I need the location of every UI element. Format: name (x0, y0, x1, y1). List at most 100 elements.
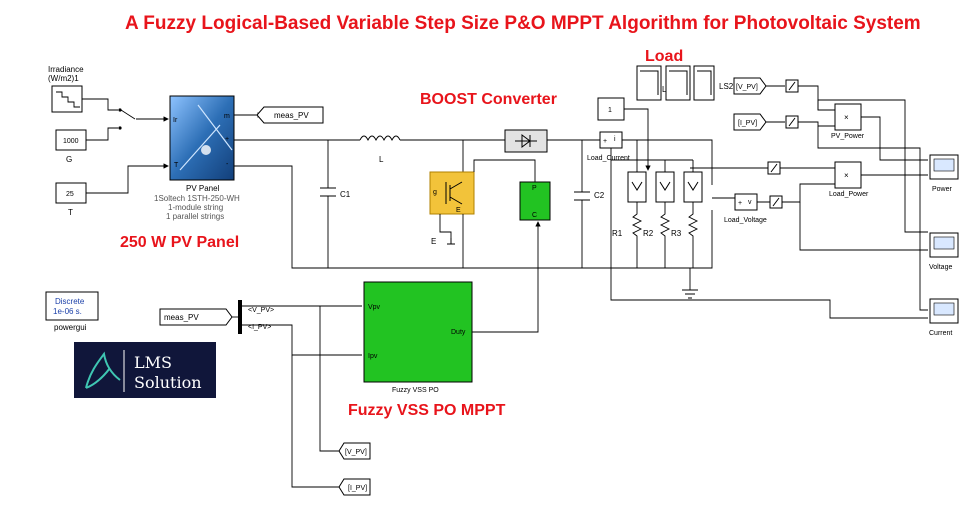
switch-port-e: E (431, 237, 436, 246)
constant-1-block[interactable]: 1 (597, 97, 625, 121)
powergui-block[interactable]: Discrete 1e-06 s. powergui (45, 291, 99, 332)
inductor-l[interactable]: L (359, 135, 401, 164)
svg-text:Duty: Duty (451, 329, 466, 336)
scope-power[interactable]: Power (929, 154, 959, 193)
svg-text:meas_PV: meas_PV (164, 313, 199, 322)
fuzzy-vss-po-block[interactable]: Vpv Ipv Duty Fuzzy VSS PO (363, 281, 473, 394)
load-section-label: Load (645, 48, 683, 65)
constant-t-block[interactable]: 25 T (55, 182, 87, 217)
svg-text:Power: Power (932, 186, 953, 193)
svg-text:25: 25 (66, 191, 74, 198)
resistor-r2[interactable]: R2 (643, 202, 671, 268)
svg-text:1 parallel strings: 1 parallel strings (166, 212, 224, 221)
svg-text:1-module string: 1-module string (168, 203, 223, 212)
svg-text:[I_PV]: [I_PV] (348, 485, 367, 492)
ground-symbol (682, 268, 698, 299)
goto-meas-pv[interactable]: meas_PV (256, 106, 324, 124)
svg-text:C2: C2 (594, 191, 605, 200)
scope-current[interactable]: Current (929, 298, 959, 337)
igbt-switch[interactable]: g E (429, 171, 475, 215)
svg-text:+: + (603, 138, 607, 145)
breaker-3[interactable] (683, 171, 703, 203)
goto-ipv-bottom[interactable]: [I_PV] (338, 478, 371, 496)
resistor-r1[interactable]: R1 (612, 202, 643, 268)
breaker-2[interactable] (655, 171, 675, 203)
svg-text:PV Panel: PV Panel (186, 184, 220, 193)
irradiance-block[interactable]: Irradiance (W/m2)1 (48, 65, 84, 113)
svg-text:Vpv: Vpv (368, 304, 381, 311)
goto-vpv-bottom[interactable]: [V_PV] (338, 442, 371, 460)
svg-text:Fuzzy VSS PO: Fuzzy VSS PO (392, 387, 439, 394)
svg-text:meas_PV: meas_PV (274, 111, 309, 120)
svg-text:1: 1 (608, 107, 612, 114)
constant-g-block[interactable]: 1000 G (55, 129, 87, 164)
diagram-title: A Fuzzy Logical-Based Variable Step Size… (125, 13, 921, 34)
svg-text:Ipv: Ipv (368, 353, 378, 360)
svg-text:L: L (379, 155, 384, 164)
diode-block[interactable] (504, 129, 548, 153)
svg-text:+: + (225, 136, 229, 143)
svg-text:E: E (456, 207, 461, 214)
svg-text:Load_Power: Load_Power (829, 191, 869, 198)
from-vpv-top[interactable]: [V_PV] (733, 77, 767, 95)
lms-solution-logo: LMS Solution (74, 342, 216, 398)
pv-panel-section-label: 250 W PV Panel (120, 234, 239, 251)
scope-voltage[interactable]: Voltage (929, 232, 959, 271)
bus-selector[interactable] (238, 300, 242, 334)
svg-text:Solution: Solution (134, 373, 202, 392)
svg-text:Irradiance: Irradiance (48, 65, 84, 74)
svg-text:[V_PV]: [V_PV] (736, 84, 758, 91)
svg-text:R2: R2 (643, 229, 654, 238)
load-display-1[interactable] (636, 65, 662, 101)
pv-panel-block[interactable]: Ir T m + - PV Panel 1Soltech 1STH-250-WH… (154, 95, 240, 221)
svg-text:R3: R3 (671, 229, 682, 238)
pwm-block[interactable]: P C (519, 181, 551, 221)
mppt-section-label: Fuzzy VSS PO MPPT (348, 402, 506, 419)
svg-text:Voltage: Voltage (929, 264, 952, 271)
svg-text:-: - (226, 161, 229, 168)
svg-text:[I_PV]: [I_PV] (738, 120, 757, 127)
svg-text:Ir: Ir (173, 117, 178, 124)
svg-text:LMS: LMS (134, 353, 172, 372)
svg-text:+: + (738, 200, 742, 207)
pv-power-product[interactable]: × PV_Power (831, 103, 865, 140)
from-meas-pv[interactable]: meas_PV (159, 308, 233, 326)
svg-text:×: × (844, 171, 849, 180)
svg-text:R1: R1 (612, 229, 623, 238)
svg-text:×: × (844, 113, 849, 122)
load-voltage-sensor[interactable]: + v Load_Voltage (724, 193, 767, 224)
svg-text:v: v (748, 199, 752, 206)
svg-text:T: T (174, 162, 179, 169)
capacitor-c1[interactable]: C1 (320, 140, 351, 268)
load-display-2[interactable] (665, 65, 691, 101)
l-label: L (662, 85, 667, 94)
svg-text:Load_Voltage: Load_Voltage (724, 217, 767, 224)
svg-text:1000: 1000 (63, 138, 79, 145)
svg-text:P: P (532, 185, 537, 192)
svg-text:(W/m2)1: (W/m2)1 (48, 74, 79, 83)
boost-section-label: BOOST Converter (420, 91, 557, 108)
resistor-r3[interactable]: R3 (671, 202, 699, 268)
load-display-3[interactable] (693, 65, 715, 101)
bus-ipv-label: <I_PV> (248, 324, 271, 331)
capacitor-c2[interactable]: C2 (574, 140, 605, 268)
svg-text:[V_PV]: [V_PV] (345, 449, 367, 456)
svg-text:Load_Current: Load_Current (587, 155, 630, 162)
svg-text:T: T (68, 208, 73, 217)
svg-text:m: m (224, 113, 230, 120)
load-power-product[interactable]: × Load_Power (829, 161, 869, 198)
from-ipv-top[interactable]: [I_PV] (733, 113, 767, 131)
wire-ground-bus (234, 165, 700, 269)
bus-vpv-label: <V_PV> (248, 307, 274, 314)
manual-switch[interactable] (82, 98, 169, 141)
ls2-label: LS2 (719, 82, 734, 91)
wire-t-to-pv (86, 163, 169, 194)
svg-text:powergui: powergui (54, 323, 87, 332)
svg-text:1Soltech 1STH-250-WH: 1Soltech 1STH-250-WH (154, 194, 240, 203)
svg-text:i: i (614, 136, 616, 143)
load-current-sensor[interactable]: + i Load_Current (587, 131, 630, 162)
svg-text:G: G (66, 155, 72, 164)
breaker-1[interactable] (627, 171, 647, 203)
svg-text:Discrete: Discrete (55, 297, 85, 306)
